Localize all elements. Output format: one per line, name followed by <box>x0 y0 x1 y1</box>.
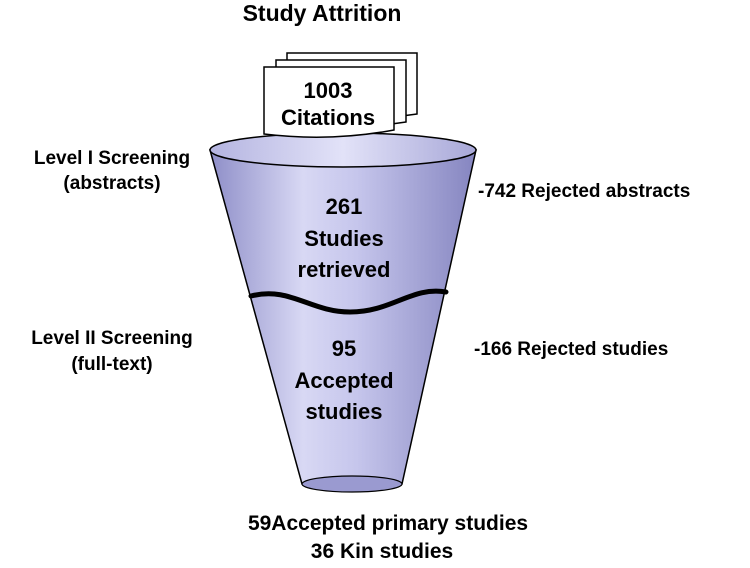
accepted-line1: Accepted <box>294 368 393 393</box>
level2-label-line2: (full-text) <box>71 354 152 375</box>
level1-label-line1: Level I Screening <box>34 148 190 169</box>
level2-label-line1: Level II Screening <box>31 328 193 349</box>
paper-front <box>263 66 395 138</box>
citation-stack <box>263 52 418 138</box>
funnel-rim <box>209 132 477 168</box>
retrieved-line1: Studies <box>304 226 383 251</box>
outcome-kin: 36 Kin studies <box>311 540 453 563</box>
accepted-line2: studies <box>305 399 382 424</box>
diagram-title: Study Attrition <box>243 0 402 26</box>
accepted-count: 95 <box>332 336 356 361</box>
level1-label-line2: (abstracts) <box>63 173 160 194</box>
citations-count: 1003 <box>304 78 353 103</box>
funnel-bottom <box>301 475 403 493</box>
citations-label: Citations <box>281 105 375 130</box>
screening-divider <box>248 288 449 315</box>
retrieved-line2: retrieved <box>298 257 391 282</box>
rejected-abstracts: -742 Rejected abstracts <box>478 181 690 202</box>
retrieved-count: 261 <box>326 194 363 219</box>
outcome-primary: 59Accepted primary studies <box>248 512 528 535</box>
rejected-studies: -166 Rejected studies <box>474 339 668 360</box>
